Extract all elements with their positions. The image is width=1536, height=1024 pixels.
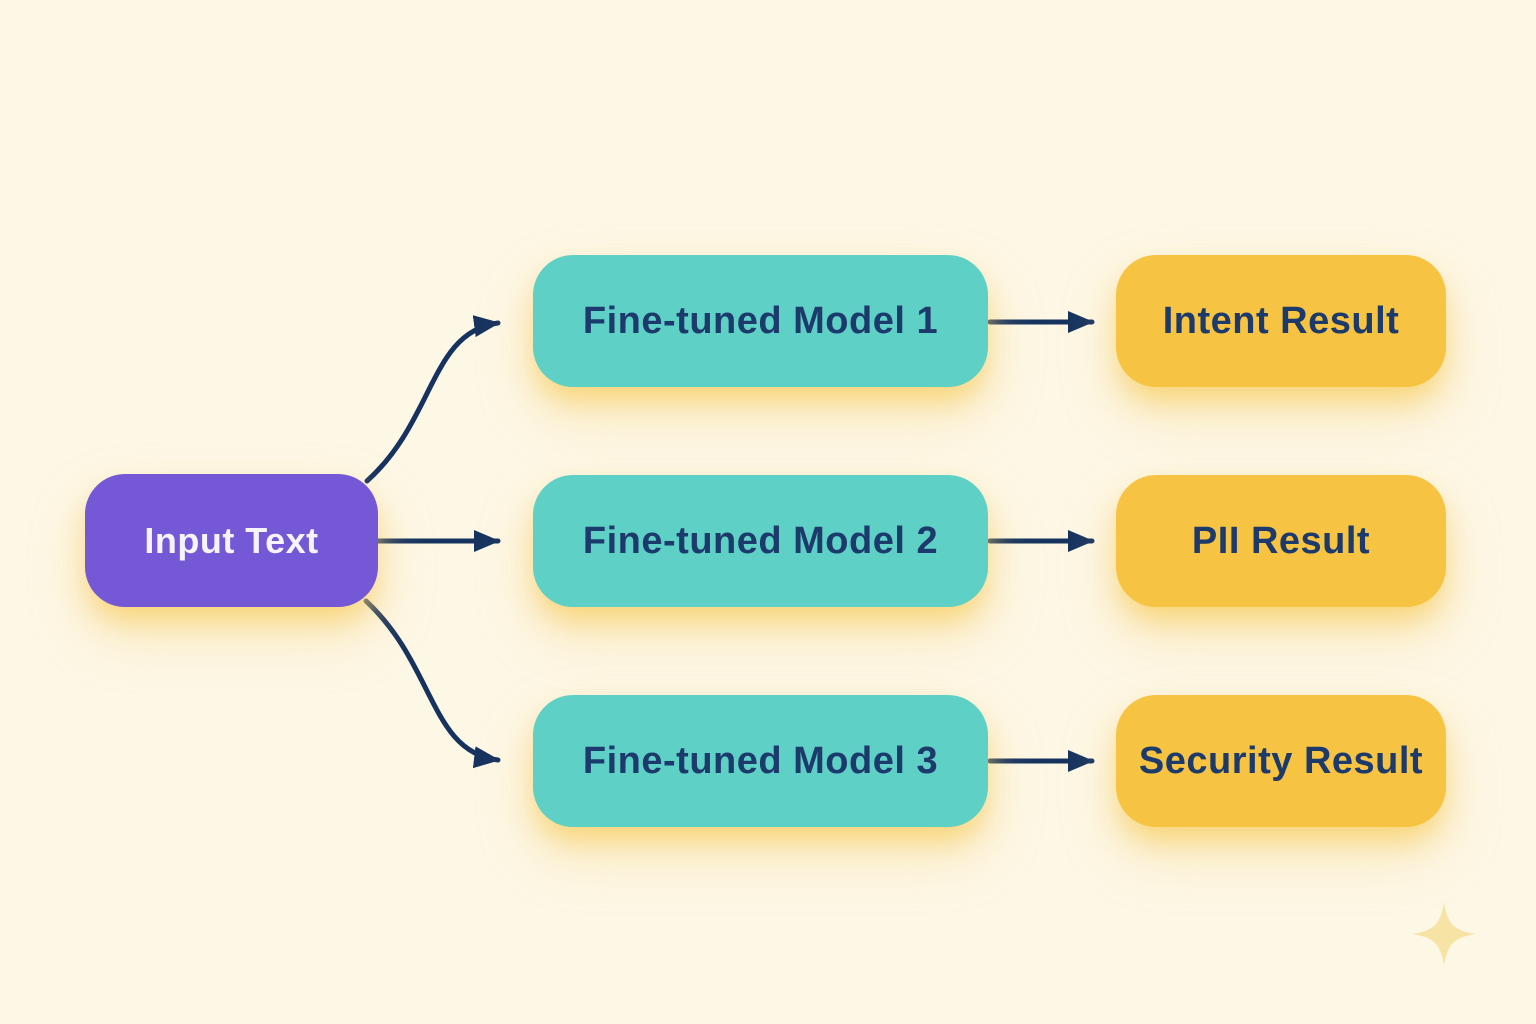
node-pii-result-label: PII Result (1191, 519, 1371, 562)
node-fine-tuned-model-2: Fine-tuned Model 2 (533, 475, 988, 607)
node-security-result: Security Result (1116, 695, 1446, 827)
arrow-input-to-model-1 (364, 315, 501, 484)
node-security-result-label: Security Result (1138, 739, 1424, 782)
arrow-input-to-model-3 (363, 598, 501, 769)
node-intent-result-label: Intent Result (1162, 299, 1400, 342)
node-intent-result: Intent Result (1116, 255, 1446, 387)
sparkle-icon (1412, 902, 1476, 966)
node-input-text-label: Input Text (144, 519, 319, 561)
node-fine-tuned-model-1-label: Fine-tuned Model 1 (582, 299, 939, 342)
node-fine-tuned-model-2-label: Fine-tuned Model 2 (582, 519, 939, 562)
node-pii-result: PII Result (1116, 475, 1446, 607)
node-fine-tuned-model-1: Fine-tuned Model 1 (533, 255, 988, 387)
node-fine-tuned-model-3-label: Fine-tuned Model 3 (582, 739, 939, 782)
node-fine-tuned-model-3: Fine-tuned Model 3 (533, 695, 988, 827)
node-input-text: Input Text (85, 474, 378, 607)
